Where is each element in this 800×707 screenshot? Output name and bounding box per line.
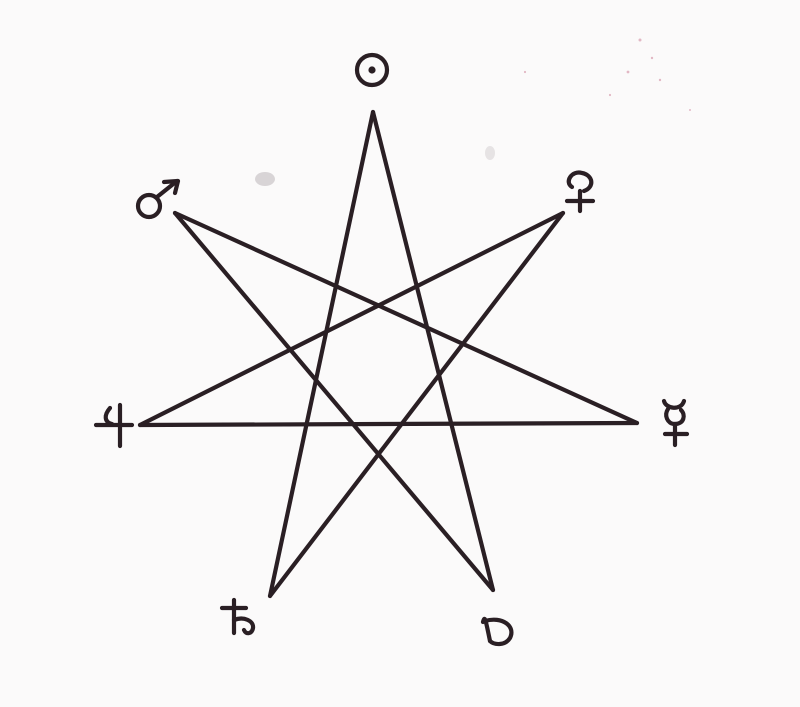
speck-mark bbox=[650, 56, 654, 60]
mars-symbol-icon bbox=[135, 178, 181, 220]
smudge-mark bbox=[485, 146, 495, 160]
star-line-saturn-sun bbox=[267, 109, 376, 599]
saturn-symbol-icon bbox=[219, 597, 256, 636]
mercury-symbol-icon bbox=[661, 398, 690, 448]
venus-symbol-icon bbox=[564, 170, 596, 214]
speck-mark bbox=[638, 38, 642, 42]
star-line-jupiter-venus bbox=[137, 210, 566, 428]
star-line-mars-mercury bbox=[172, 210, 640, 426]
paper-marks bbox=[255, 38, 691, 186]
sun-symbol-icon bbox=[354, 52, 390, 88]
star-lines bbox=[137, 109, 640, 599]
moon-symbol-icon bbox=[480, 616, 514, 647]
planet-symbols bbox=[93, 52, 690, 647]
smudge-mark bbox=[255, 172, 275, 186]
speck-mark bbox=[689, 109, 691, 111]
star-line-mercury-jupiter bbox=[137, 420, 640, 428]
star-line-venus-saturn bbox=[267, 210, 566, 599]
speck-mark bbox=[626, 70, 630, 74]
speck-mark bbox=[523, 70, 527, 74]
star-line-moon-mars bbox=[172, 210, 496, 593]
jupiter-symbol-icon bbox=[93, 402, 135, 449]
speck-mark bbox=[608, 93, 612, 97]
star-line-sun-moon bbox=[370, 109, 496, 593]
speck-mark bbox=[658, 78, 662, 82]
